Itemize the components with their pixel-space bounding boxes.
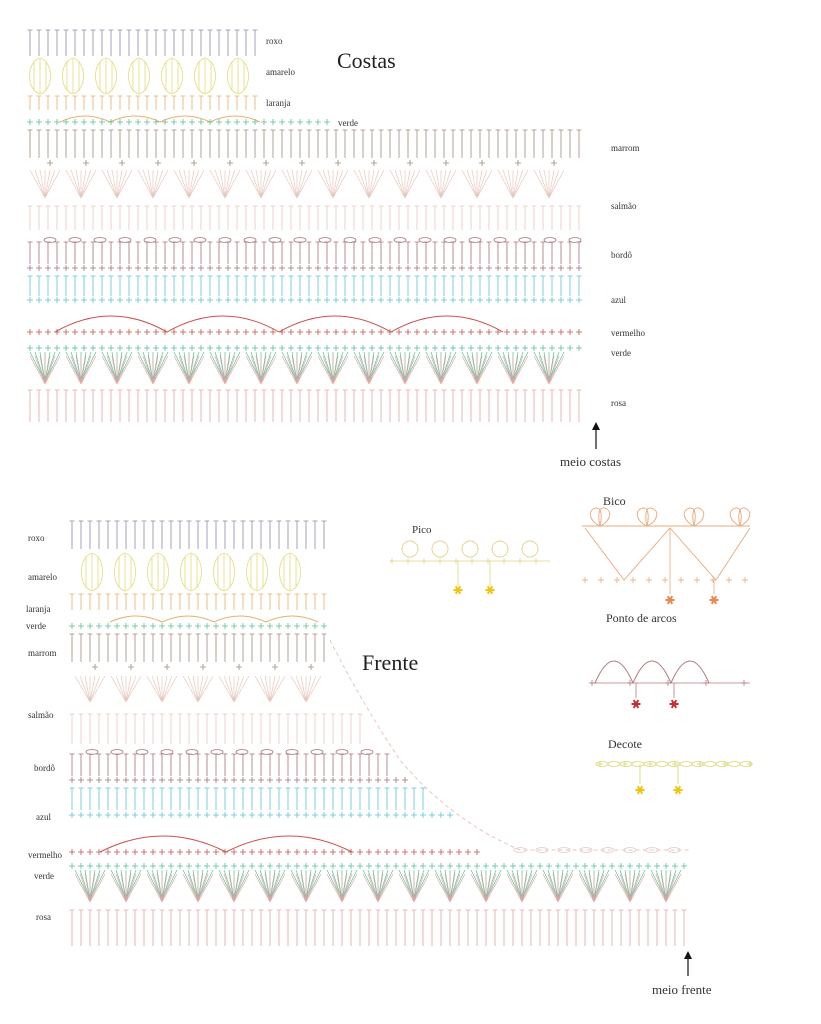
costas-row-marrom — [27, 129, 582, 158]
costas-label-roxo: roxo — [266, 36, 283, 46]
frente-row-amarelo — [81, 552, 301, 592]
frente-label-marrom: marrom — [28, 648, 57, 658]
costas-center-note: meio costas — [560, 454, 621, 469]
frente-laranja-loops — [109, 615, 319, 623]
pico-loop-1 — [431, 540, 449, 558]
arcos-crosses — [589, 680, 747, 686]
frente-marrom-spaced — [92, 664, 314, 670]
decote-star-2 — [673, 785, 683, 795]
pico-label: Pico — [412, 524, 432, 536]
costas-label-laranja: laranja — [266, 98, 290, 108]
frente-label-verde: verde — [34, 871, 54, 881]
arcos-star-2 — [669, 699, 679, 709]
pico-star-1 — [453, 585, 463, 595]
costas-laranja-loops — [59, 115, 261, 123]
costas-label-verde: verde — [611, 348, 631, 358]
costas-label-azul: azul — [611, 295, 626, 305]
frente-row-laranja — [69, 593, 327, 610]
costas-azul-crosses — [27, 297, 582, 303]
frente-row-roxo — [69, 520, 327, 549]
costas-label-verde-top: verde — [338, 118, 358, 128]
frente-row-verde-top — [69, 623, 327, 629]
costas-row-roxo — [27, 29, 258, 56]
arcos-star-1 — [631, 699, 641, 709]
bico-flower-1 — [636, 507, 658, 527]
pico-crosses — [389, 558, 539, 564]
frente-row-vermelho-arches — [99, 835, 353, 853]
frente-label-laranja: laranja — [26, 604, 50, 614]
costas-label-amarelo: amarelo — [266, 67, 295, 77]
frente-vermelho-crosses — [69, 849, 480, 855]
frente-rosa-fans — [74, 873, 682, 903]
arcos-loops — [594, 660, 710, 684]
frente-row-verde — [69, 863, 687, 869]
frente-salmao-tall — [69, 713, 363, 744]
costas-bordo-crosses — [27, 265, 582, 271]
frente-label-bordo: bordô — [34, 763, 55, 773]
costas-verde-fans — [29, 351, 565, 383]
costas-center-arrow — [592, 422, 600, 449]
frente-label-azul: azul — [36, 812, 51, 822]
frente-label-amarelo: amarelo — [28, 572, 57, 582]
frente-azul-crosses — [69, 812, 453, 818]
costas-row-laranja — [27, 95, 258, 110]
decote-star-1 — [635, 785, 645, 795]
costas-label-rosa: rosa — [611, 398, 626, 408]
pico-loop-4 — [521, 540, 539, 558]
bico-star-2 — [709, 595, 719, 605]
costas-row-rosa — [27, 389, 582, 422]
frente-bordo-stitches — [69, 753, 390, 776]
frente-label-salmao: salmão — [28, 710, 54, 720]
frente-row-marrom — [69, 633, 327, 662]
frente-row-bordo — [85, 749, 374, 755]
frente-neckline-curve — [329, 639, 690, 851]
stitch-marks — [27, 29, 753, 946]
pico-star-2 — [485, 585, 495, 595]
costas-label-salmao: salmão — [611, 201, 637, 211]
decote-crosses — [597, 761, 753, 767]
costas-salmao-tall — [27, 205, 582, 230]
costas-label-bordo: bordô — [611, 250, 632, 260]
frente-label-vermelho: vermelho — [28, 850, 62, 860]
frente-title: Frente — [362, 650, 418, 675]
frente-label-verde-top: verde — [26, 621, 46, 631]
bico-flower-0 — [589, 507, 611, 527]
costas-label-marrom: marrom — [611, 143, 640, 153]
frente-bordo-crosses — [69, 777, 408, 783]
costas-vermelho-crosses — [27, 329, 582, 335]
costas-title: Costas — [337, 48, 396, 73]
bico-label: Bico — [603, 494, 626, 508]
costas-row-azul — [27, 275, 582, 296]
costas-row-vermelho-arches — [54, 315, 504, 333]
frente-row-azul — [69, 787, 426, 810]
costas-marrom-spaced — [47, 160, 557, 166]
costas-label-vermelho: vermelho — [611, 328, 645, 338]
costas-row-amarelo — [29, 57, 249, 95]
frente-row-rosa — [69, 909, 687, 946]
pico-loop-0 — [401, 540, 419, 558]
pico-loop-2 — [461, 540, 479, 558]
bico-base-crosses — [582, 577, 748, 583]
bico-star-1 — [665, 595, 675, 605]
frente-row-salmao — [74, 675, 322, 703]
costas-rosa-fans — [29, 355, 565, 385]
costas-row-verde — [27, 345, 582, 351]
bico-zigzag — [584, 527, 751, 581]
frente-label-roxo: roxo — [28, 533, 45, 543]
costas-row-verde-top — [27, 119, 330, 125]
frente-center-arrow — [684, 951, 692, 976]
costas-row-salmao — [29, 169, 565, 199]
costas-bordo-stitches — [27, 241, 582, 264]
bico-flower-3 — [729, 507, 751, 527]
bico-flower-2 — [683, 507, 705, 527]
decote-label: Decote — [608, 737, 642, 751]
frente-label-rosa: rosa — [36, 912, 51, 922]
costas-row-bordo — [43, 237, 582, 243]
pico-loop-3 — [491, 540, 509, 558]
frente-center-note: meio frente — [652, 982, 712, 997]
arcos-label: Ponto de arcos — [606, 611, 677, 625]
